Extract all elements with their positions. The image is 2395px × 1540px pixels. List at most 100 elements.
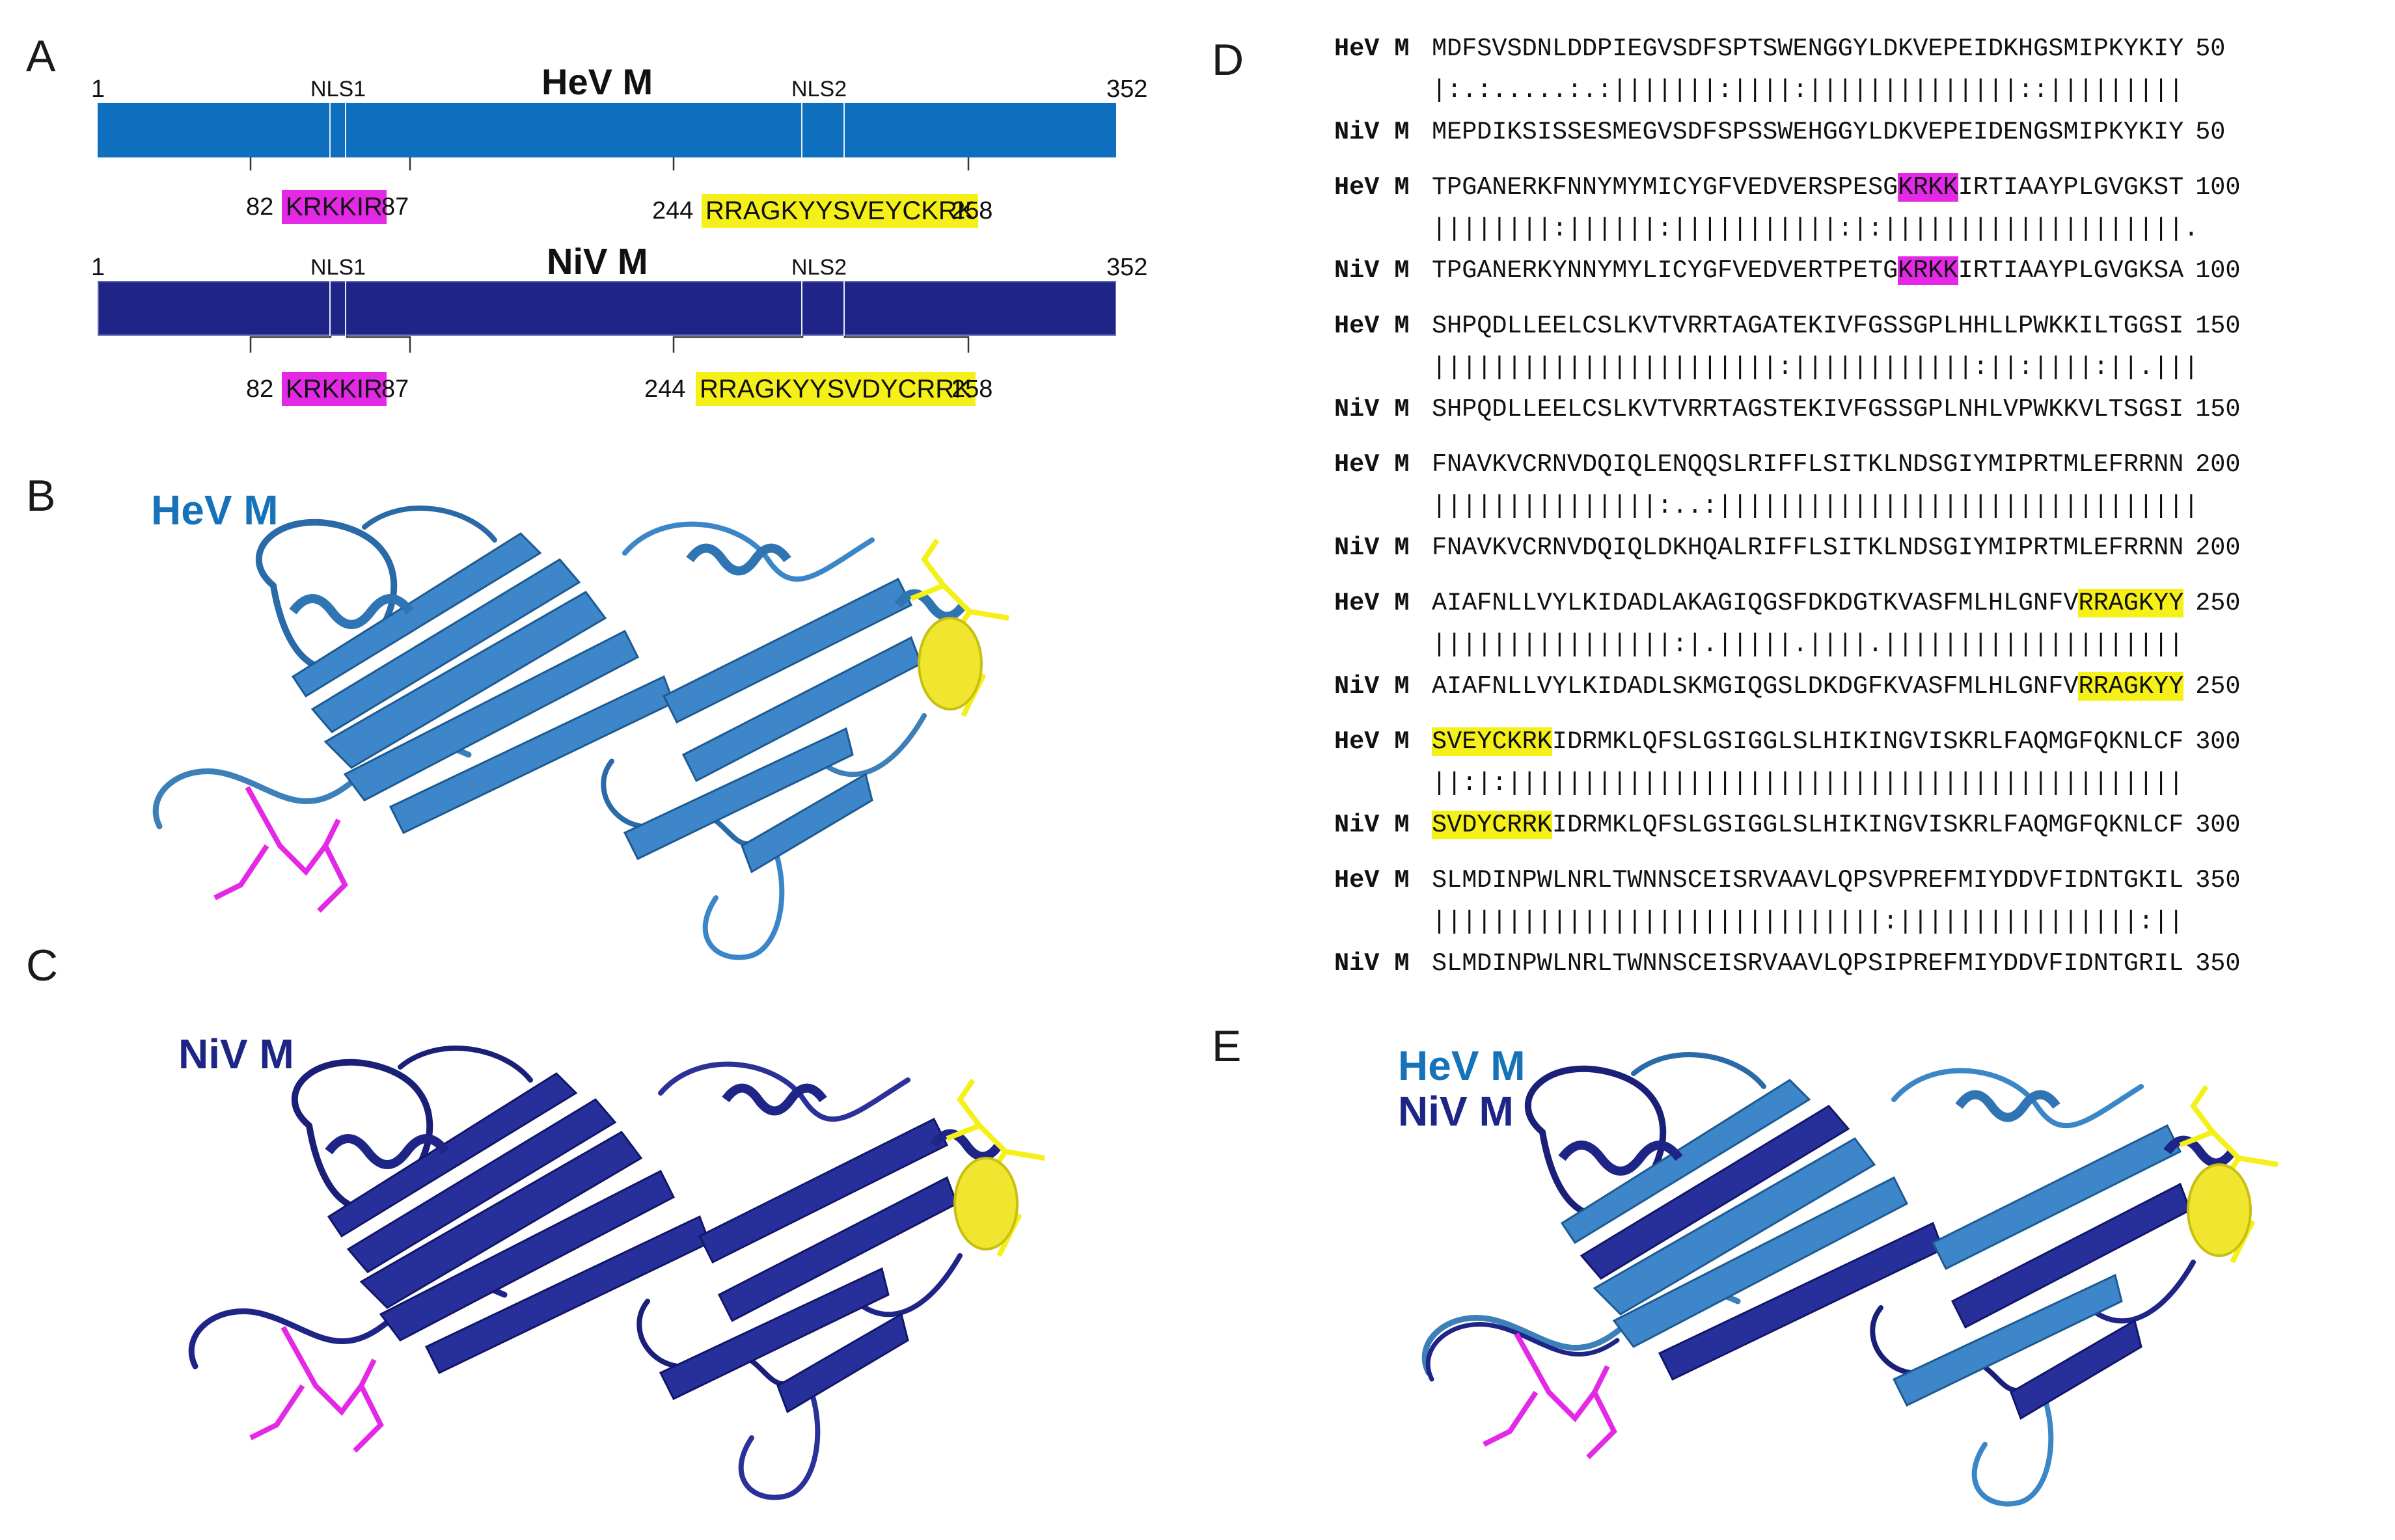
niv-nls2-marker [801, 281, 845, 336]
sequence-end-position: 300 [2195, 811, 2241, 839]
sequence-end-position: 200 [2195, 534, 2241, 562]
sequence-name: HeV M [1334, 866, 1410, 895]
hev-nls1-label: NLS1 [310, 77, 366, 101]
niv-m-ribbon-structure [188, 1046, 1045, 1500]
residue-segment: IRTIAAYPLGVGKSA [1958, 256, 2184, 285]
residue-segment: IDRMKLQFSLGSIGGLSLHIKINGVISKRLFAQMGFQKNL… [1552, 811, 2184, 839]
alignment-hev-row: HeV M AIAFNLLVYLKIDADLAKAGIQGSFDKDGTKVASF… [1334, 588, 2241, 618]
alignment-niv-row: NiV M SVDYCRRKIDRMKLQFSLGSIGGLSLHIKINGVIS… [1334, 810, 2241, 840]
sequence-name: HeV M [1334, 450, 1410, 479]
sequence-end-position: 250 [2195, 589, 2241, 617]
sequence-end-position: 100 [2195, 173, 2241, 202]
hev-nls2-from: 244 [652, 197, 694, 224]
residue-segment: IDRMKLQFSLGSIGGLSLHIKINGVISKRLFAQMGFQKNL… [1552, 727, 2184, 756]
residue-segment: TPGANERKFNNYMYMICYGFVEDVERSPESG [1432, 173, 1898, 202]
panel-label-c: C [26, 941, 59, 990]
sequence-end-position: 150 [2195, 312, 2241, 340]
hev-nls1-marker [329, 103, 346, 157]
nls-highlight: RRAGKYY [2078, 589, 2184, 617]
sequence-residues: TPGANERKYNNYMYLICYGFVEDVERTPETGKRKKIRTIA… [1432, 256, 2183, 286]
sequence-residues: AIAFNLLVYLKIDADLSKMGIQGSLDKDGFKVASFMLHLG… [1432, 671, 2184, 701]
sequence-name: NiV M [1334, 534, 1410, 562]
sequence-end-position: 50 [2195, 34, 2226, 63]
alignment-niv-row: NiV M AIAFNLLVYLKIDADLSKMGIQGSLDKDGFKVASF… [1334, 671, 2241, 701]
hev-nls2-marker [801, 103, 845, 157]
sequence-residues: SVEYCKRKIDRMKLQFSLGSIGGLSLHIKINGVISKRLFA… [1432, 727, 2183, 757]
sequence-name: NiV M [1334, 395, 1410, 424]
sequence-residues: SHPQDLLEELCSLKVTVRRTAGSTEKIVFGSSGPLNHLVP… [1432, 394, 2183, 424]
sequence-residues: SHPQDLLEELCSLKVTVRRTAGATEKIVFGSSGPLHHLLP… [1432, 311, 2183, 341]
niv-structure-label: NiV M [178, 1031, 294, 1077]
alignment-conservation-row: ||||||||||||||||||||||||||||||:|||||||||… [1432, 908, 2184, 936]
niv-nls2-label: NLS2 [791, 255, 847, 280]
residue-segment: IRTIAAYPLGVGKST [1958, 173, 2184, 202]
overlay-ribbon-structure [1421, 1052, 2279, 1507]
sequence-name: HeV M [1334, 312, 1410, 340]
alignment-hev-row: HeV M MDFSVSDNLDDPIEGVSDFSPTSWENGGYLDKVEP… [1334, 34, 2225, 64]
sequence-name: NiV M [1334, 811, 1410, 839]
hev-map-title: HeV M [541, 61, 653, 102]
nls-highlight: SVDYCRRK [1432, 811, 1552, 839]
sequence-residues: SLMDINPWLNRLTWNNSCEISRVAAVLQPSIPREFMIYDD… [1432, 949, 2183, 979]
niv-protein-bar [98, 281, 1116, 336]
alignment-conservation-row: ||||||||:||||||:|||||||||||:|:||||||||||… [1432, 215, 2199, 243]
niv-nls1-from: 82 [246, 375, 274, 403]
niv-nls1-to: 87 [381, 375, 409, 403]
hev-start-position: 1 [91, 75, 105, 103]
alignment-conservation-row: |||||||||||||||:..:|||||||||||||||||||||… [1432, 492, 2199, 520]
sequence-end-position: 200 [2195, 450, 2241, 479]
sequence-name: NiV M [1334, 672, 1410, 701]
residue-segment: TPGANERKYNNYMYLICYGFVEDVERTPETG [1432, 256, 1898, 285]
alignment-niv-row: NiV M MEPDIKSISSESMEGVSDFSPSSWEHGGYLDKVEP… [1334, 117, 2225, 147]
niv-end-position: 352 [1106, 254, 1148, 281]
alignment-conservation-row: ||:|:|||||||||||||||||||||||||||||||||||… [1432, 769, 2184, 798]
sequence-end-position: 100 [2195, 256, 2241, 285]
nls-highlight: RRAGKYY [2078, 672, 2184, 701]
sequence-residues: MDFSVSDNLDDPIEGVSDFSPTSWENGGYLDKVEPEIDKH… [1432, 34, 2183, 64]
niv-nls2-motif: RRAGKYYSVDYCRRK [696, 372, 976, 406]
niv-map-title: NiV M [547, 241, 648, 282]
residue-segment: AIAFNLLVYLKIDADLAKAGIQGSFDKDGTKVASFMLHLG… [1432, 589, 2079, 617]
hev-m-ribbon-structure [152, 506, 1009, 960]
sequence-end-position: 350 [2195, 949, 2241, 978]
residue-segment: AIAFNLLVYLKIDADLSKMGIQGSLDKDGFKVASFMLHLG… [1432, 672, 2079, 701]
residue-segment: SLMDINPWLNRLTWNNSCEISRVAAVLQPSVPREFMIYDD… [1432, 866, 2184, 895]
nls-highlight: KRKK [1898, 256, 1958, 285]
sequence-residues: FNAVKVCRNVDQIQLDKHQALRIFFLSITKLNDSGIYMIP… [1432, 533, 2183, 563]
niv-nls2-to: 258 [951, 375, 993, 403]
nls-highlight: KRKK [1898, 173, 1958, 202]
sequence-end-position: 300 [2195, 727, 2241, 756]
nls-highlight: SVEYCKRK [1432, 727, 1552, 756]
alignment-conservation-row: |:.:.....:.:|||||||:||||:||||||||||||||:… [1432, 76, 2184, 105]
niv-nls2-from: 244 [644, 375, 686, 403]
hev-nls2-to: 258 [951, 197, 993, 224]
overlay-hev-label: HeV M [1398, 1042, 1526, 1089]
niv-nls1-label: NLS1 [310, 255, 366, 280]
sequence-residues: TPGANERKFNNYMYMICYGFVEDVERSPESGKRKKIRTIA… [1432, 172, 2183, 202]
panel-label-b: B [26, 471, 56, 520]
alignment-hev-row: HeV M FNAVKVCRNVDQIQLENQQSLRIFFLSITKLNDSG… [1334, 450, 2241, 480]
sequence-name: NiV M [1334, 118, 1410, 146]
sequence-residues: SLMDINPWLNRLTWNNSCEISRVAAVLQPSVPREFMIYDD… [1432, 865, 2183, 895]
alignment-niv-row: NiV M SHPQDLLEELCSLKVTVRRTAGSTEKIVFGSSGPL… [1334, 394, 2241, 424]
residue-segment: SHPQDLLEELCSLKVTVRRTAGSTEKIVFGSSGPLNHLVP… [1432, 395, 2184, 424]
sequence-end-position: 350 [2195, 866, 2241, 895]
sequence-residues: FNAVKVCRNVDQIQLENQQSLRIFFLSITKLNDSGIYMIP… [1432, 450, 2183, 480]
hev-end-position: 352 [1106, 75, 1148, 103]
niv-nls1-motif: KRKKIR [282, 372, 387, 406]
sequence-name: HeV M [1334, 589, 1410, 617]
residue-segment: FNAVKVCRNVDQIQLENQQSLRIFFLSITKLNDSGIYMIP… [1432, 450, 2184, 479]
sequence-end-position: 150 [2195, 395, 2241, 424]
residue-segment: SHPQDLLEELCSLKVTVRRTAGATEKIVFGSSGPLHHLLP… [1432, 312, 2184, 340]
residue-segment: SLMDINPWLNRLTWNNSCEISRVAAVLQPSIPREFMIYDD… [1432, 949, 2184, 978]
residue-segment: MEPDIKSISSESMEGVSDFSPSSWEHGGYLDKVEPEIDEN… [1432, 118, 2184, 146]
alignment-hev-row: HeV M SLMDINPWLNRLTWNNSCEISRVAAVLQPSVPREF… [1334, 865, 2241, 895]
sequence-residues: MEPDIKSISSESMEGVSDFSPSSWEHGGYLDKVEPEIDEN… [1432, 117, 2183, 147]
residue-segment: MDFSVSDNLDDPIEGVSDFSPTSWENGGYLDKVEPEIDKH… [1432, 34, 2184, 63]
sequence-name: HeV M [1334, 34, 1410, 63]
hev-nls2-label: NLS2 [791, 77, 847, 101]
